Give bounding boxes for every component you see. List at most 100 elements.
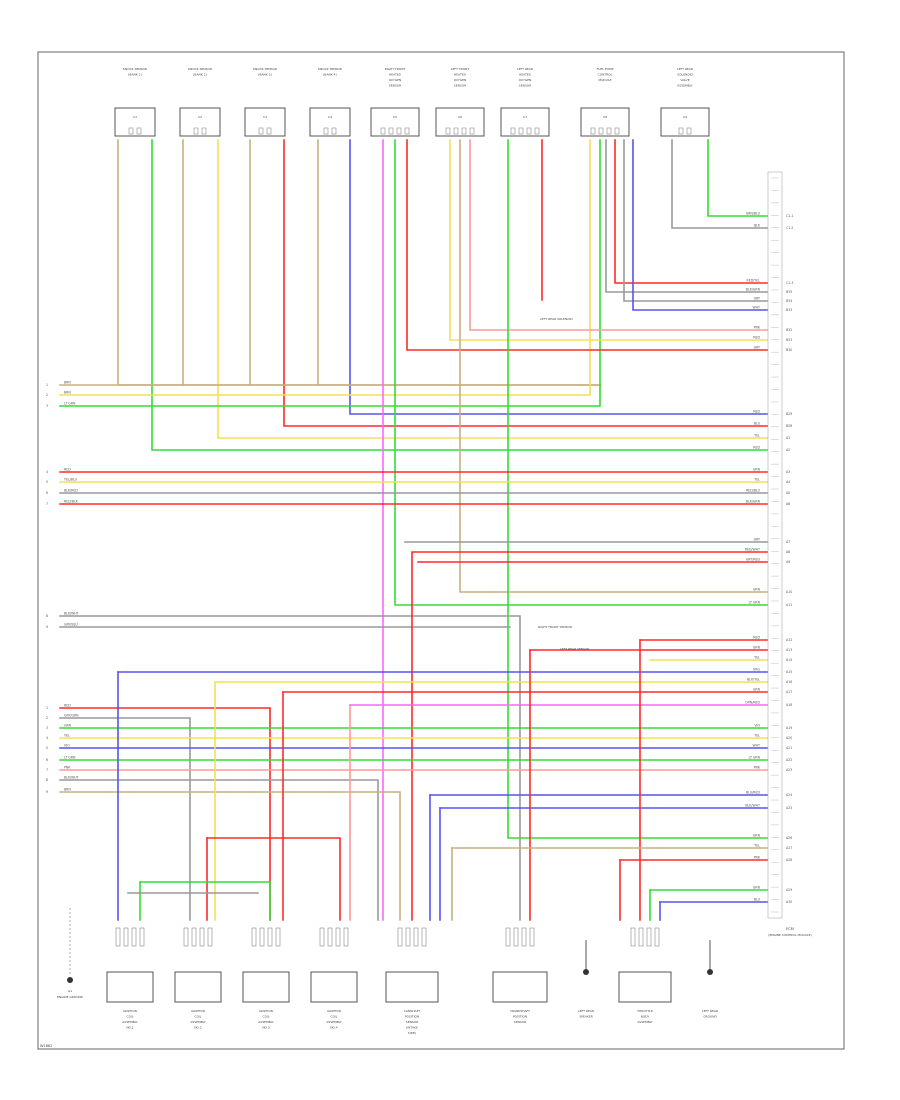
ecu-pin-label: A1 <box>786 436 790 440</box>
component-terminal <box>707 969 713 975</box>
wire-o2rf-3 <box>406 139 769 351</box>
sensor-title-line: LEFT REAR <box>677 67 693 71</box>
ecu-pin-label: B32 <box>786 328 792 332</box>
sensor-pin <box>598 127 604 135</box>
wire-knock1-b <box>151 139 769 451</box>
sensor-connector-label: C9 <box>683 115 687 119</box>
left-wire-label: BRN <box>64 381 71 385</box>
right-wire-label: GRN <box>753 886 761 890</box>
left-pin-number: 8 <box>46 778 48 782</box>
sensor-title-line: KNOCK SENSOR <box>318 67 342 71</box>
ecu-pin-label: A18 <box>786 703 792 707</box>
ecu-name: ECM <box>786 927 794 931</box>
wire-low-red <box>59 707 271 921</box>
splice-note: LEFT REAR SOLENOID <box>540 317 573 321</box>
left-pin-number: 7 <box>46 502 48 506</box>
wire-knock1-a <box>117 139 601 386</box>
component-pin <box>275 927 281 947</box>
right-wire-label: PNK <box>754 326 761 330</box>
component-body <box>618 971 672 1003</box>
ecu-pin-label: B28 <box>786 424 792 428</box>
sensor-title-line: HEATED <box>454 73 467 77</box>
component-body <box>310 971 358 1003</box>
left-wire-label: RED/BLK <box>64 500 79 504</box>
wire-bus-yel <box>59 139 591 396</box>
sensor-s3: KNOCK SENSOR(BANK 3)C3 <box>244 67 286 137</box>
ecu-pin-label: A23 <box>786 768 792 772</box>
wire-o2rf-2 <box>394 139 769 606</box>
sensor-pin <box>518 127 524 135</box>
ecu-pin-label: A12 <box>786 638 792 642</box>
component-title-line: SIDE) <box>408 1031 416 1035</box>
sensor-pin <box>445 127 451 135</box>
sensor-body <box>114 107 156 137</box>
sensor-pin <box>258 127 264 135</box>
sensor-pin <box>453 127 459 135</box>
component-title-line: SENSOR <box>406 1020 418 1024</box>
right-wire-label: BLK/YEL <box>747 678 760 682</box>
right-wire-label: LT GRN <box>749 756 761 760</box>
sensor-title-line: KNOCK SENSOR <box>188 67 212 71</box>
component-pin <box>327 927 333 947</box>
left-pin-number: 9 <box>46 625 48 629</box>
sensor-pin <box>461 127 467 135</box>
ecu-pin-label: A7 <box>786 540 790 544</box>
ecu-pin-label: A16 <box>786 680 792 684</box>
sensor-pin <box>266 127 272 135</box>
component-title-line: ASSEMBLY <box>326 1020 342 1024</box>
right-wire-label: GRN/BLU <box>746 212 761 216</box>
sensor-s1: KNOCK SENSOR(BANK 1)C1 <box>114 67 156 137</box>
component-title-line: NO.1 <box>126 1026 133 1030</box>
left-pin-number: 7 <box>46 768 48 772</box>
sensor-title-line: SENSOR <box>389 84 401 88</box>
component-pin <box>319 927 325 947</box>
ecu-pin-label: A8 <box>786 550 790 554</box>
left-pin-number: 3 <box>46 726 48 730</box>
left-pin-number: 2 <box>46 716 48 720</box>
right-wire-label: PNK <box>754 856 761 860</box>
sensor-pin <box>686 127 692 135</box>
component-pin <box>646 927 652 947</box>
sensor-connector-label: C6 <box>458 115 462 119</box>
left-wire-label: PNK <box>64 766 71 770</box>
left-wire-label: BLK/RED <box>64 489 78 493</box>
left-pin-number: 2 <box>46 393 48 397</box>
ecu-pin-label: A28 <box>786 858 792 862</box>
ecu-pin-label: A13 <box>786 648 792 652</box>
right-wire-label: BLK/GRN <box>746 288 761 292</box>
right-wire-label: GRN <box>753 688 761 692</box>
right-wire-label: BLU <box>754 898 761 902</box>
wire-coil-grn <box>139 881 271 921</box>
component-body <box>385 971 439 1003</box>
sensor-title-line: SENSOR <box>519 84 531 88</box>
right-wire-label: BLK <box>754 224 761 228</box>
ecu-pin-label: A11 <box>786 603 792 607</box>
sensor-title-line: (BANK 2) <box>193 73 207 77</box>
component-pin <box>505 927 511 947</box>
sensor-pin <box>678 127 684 135</box>
sensor-title-line: (BANK 1) <box>128 73 142 77</box>
wire-low-blkwht <box>59 779 379 921</box>
right-wire-label: PNK <box>754 766 761 770</box>
component-title-line: NO.2 <box>194 1026 201 1030</box>
ecu-pin-label: A21 <box>786 746 792 750</box>
ecu-pin-label: B33 <box>786 308 792 312</box>
component-pin <box>405 927 411 947</box>
sensor-title-line: SOLENOID <box>677 73 693 77</box>
wire-o2lf-3 <box>469 139 769 331</box>
component-terminal <box>583 969 589 975</box>
component-pin <box>131 927 137 947</box>
right-wire-label: YEL <box>754 844 760 848</box>
component-body <box>492 971 548 1003</box>
sensor-pin <box>396 127 402 135</box>
ecu-pin-label: B30 <box>786 348 792 352</box>
left-pin-number: 9 <box>46 790 48 794</box>
ecu-pin-label: B35 <box>786 290 792 294</box>
